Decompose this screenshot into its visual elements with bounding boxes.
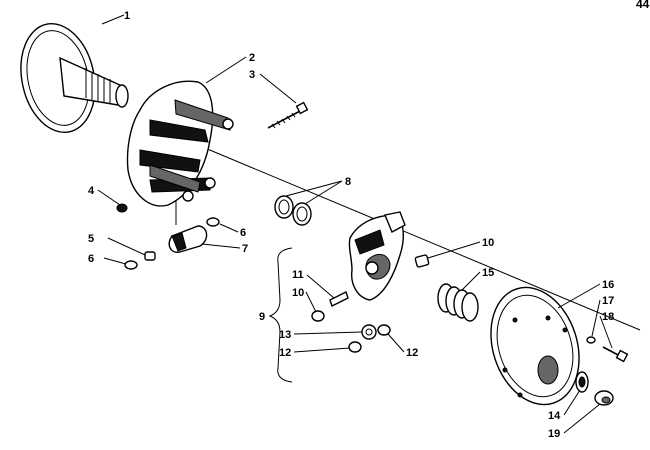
assembly-axis-line — [204, 147, 641, 331]
callout-16: 16 — [602, 279, 614, 291]
part-10-button-upper — [414, 254, 430, 268]
callout-8: 8 — [345, 176, 351, 188]
leader-lines — [97, 14, 613, 434]
callout-18: 18 — [602, 311, 614, 323]
part-9-spider — [348, 211, 406, 301]
part-15-spring — [437, 283, 479, 322]
callout-3: 3 — [249, 69, 255, 81]
callout-11: 11 — [292, 269, 304, 281]
part-19-cap — [594, 390, 614, 406]
callout-17: 17 — [602, 295, 614, 307]
part-7-arm-shade — [171, 232, 187, 252]
callout-6-right: 6 — [240, 227, 246, 239]
part-14-bushing — [575, 371, 589, 393]
part-12-washer-right — [377, 324, 391, 336]
part-12-washer-left — [348, 341, 362, 353]
callout-9: 9 — [259, 311, 265, 323]
part-8-rings — [274, 195, 312, 226]
part-5-pin — [144, 251, 156, 261]
callout-7: 7 — [242, 243, 248, 255]
part-10-washer-lower — [311, 310, 325, 322]
part-17-washer — [586, 336, 596, 344]
part-18-screw — [602, 346, 629, 363]
callout-10-upper: 10 — [482, 237, 494, 249]
callout-10-lower: 10 — [292, 287, 304, 299]
callout-13: 13 — [279, 329, 291, 341]
callout-15: 15 — [482, 267, 494, 279]
callout-6-left: 6 — [88, 253, 94, 265]
part-4-nut — [116, 203, 128, 213]
callout-19: 19 — [548, 428, 560, 440]
callout-1: 1 — [124, 10, 130, 22]
part-11-pin — [329, 291, 349, 307]
callout-4: 4 — [88, 185, 95, 197]
callout-2: 2 — [249, 52, 255, 64]
part-1-sheave-shaft — [20, 22, 129, 134]
part-13-roller — [361, 324, 377, 340]
callout-5: 5 — [88, 233, 94, 245]
callout-12-right: 12 — [406, 347, 418, 359]
callout-12-left: 12 — [279, 347, 291, 359]
group-9-bracket — [268, 247, 293, 383]
part-16-cover — [490, 286, 580, 406]
part-3-bolt — [267, 101, 309, 129]
part-13-roller-hole — [365, 328, 373, 336]
part-6-washer-right — [206, 217, 220, 227]
callout-14: 14 — [548, 410, 561, 422]
part-6-washer-left — [124, 260, 138, 270]
part-2-housing — [126, 80, 234, 225]
page-number: 44 — [636, 0, 650, 11]
